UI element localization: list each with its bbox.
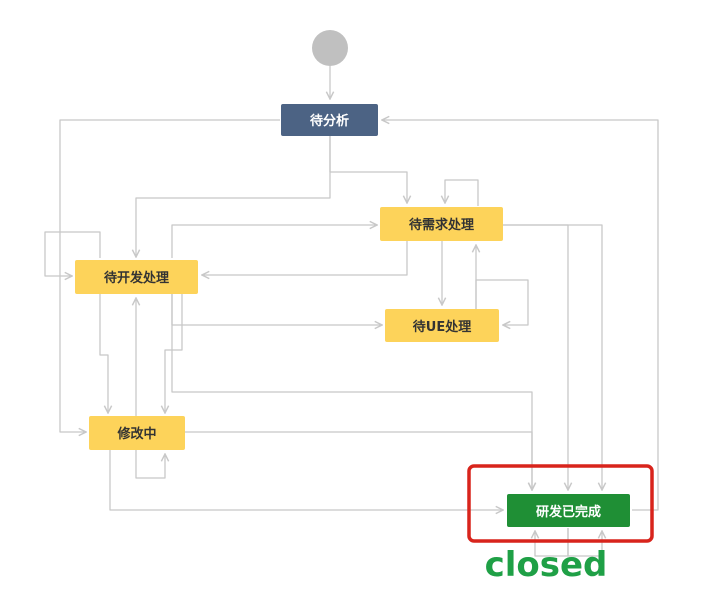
transition-dev-req [171, 225, 377, 258]
node-done-label: 研发已完成 [536, 504, 601, 520]
transition-req-dev [202, 241, 408, 275]
transition-dev-fix-2 [165, 294, 183, 413]
node-analysis-label: 待分析 [309, 113, 349, 129]
highlight-box [467, 464, 654, 543]
transition-analysis-dev [136, 136, 331, 257]
transition-dev-ue [171, 294, 382, 325]
node-ue-label: 待UE处理 [412, 319, 471, 335]
node-fix-label: 修改中 [116, 426, 156, 442]
node-dev-label: 待开发处理 [103, 270, 169, 286]
transition-analysis-req [329, 136, 407, 203]
transition-done-analysis [382, 120, 659, 511]
node-req[interactable]: 待需求处理 [380, 207, 503, 241]
transition-fix-done-1 [185, 431, 532, 490]
transition-req-done-2 [503, 224, 602, 490]
node-ue[interactable]: 待UE处理 [385, 309, 499, 342]
transition-ue-self [475, 279, 529, 325]
node-analysis[interactable]: 待分析 [281, 104, 378, 136]
transition-dev-fix [99, 294, 108, 413]
transition-dev-self [44, 231, 101, 276]
node-req-label: 待需求处理 [408, 217, 474, 233]
closed-annotation: closed [485, 545, 608, 585]
transition-fix-self [135, 450, 165, 479]
node-dev[interactable]: 待开发处理 [75, 260, 198, 294]
transition-req-self [445, 179, 479, 206]
start-node [312, 30, 348, 66]
transition-fix-done-2 [109, 450, 503, 510]
transitions [44, 66, 659, 557]
node-done[interactable]: 研发已完成 [507, 494, 630, 527]
transition-req-done-1 [503, 224, 568, 490]
node-fix[interactable]: 修改中 [89, 416, 185, 450]
